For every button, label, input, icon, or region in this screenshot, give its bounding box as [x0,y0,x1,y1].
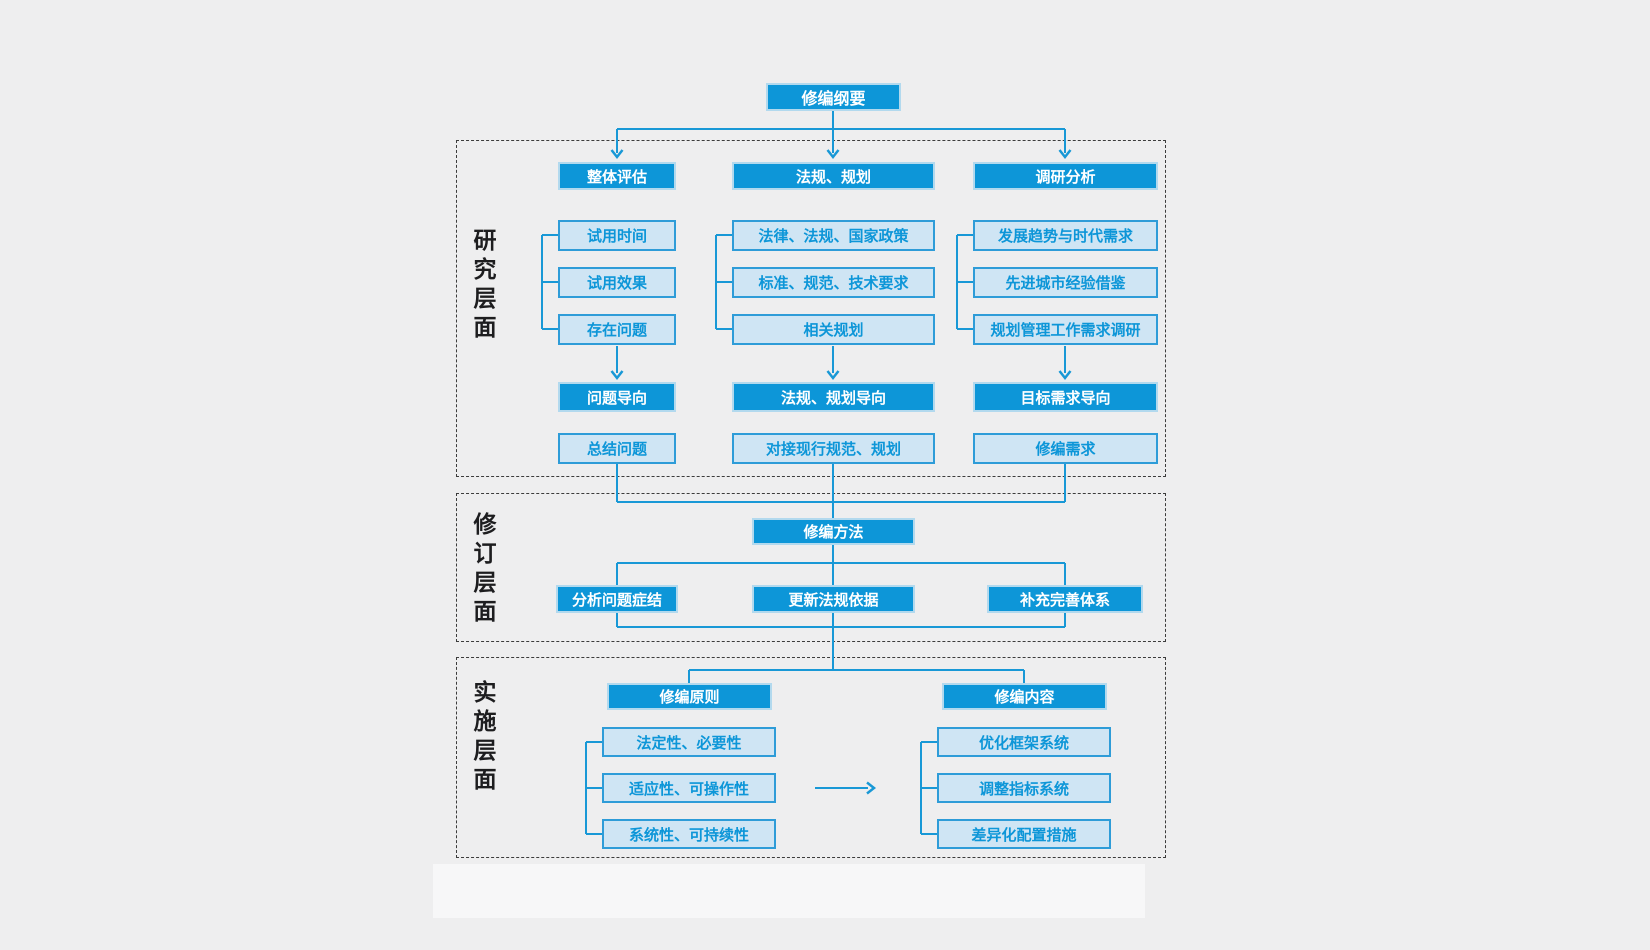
research-c2-output: 对接现行规范、规划 [732,433,935,464]
implementation-g1-item-1: 适应性、可操作性 [602,773,776,803]
implementation-content-header: 修编内容 [942,683,1107,710]
research-col1-header: 整体评估 [558,162,676,190]
implementation-g1-item-2: 系统性、可持续性 [602,819,776,849]
revision-item-0: 分析问题症结 [556,585,678,613]
implementation-g2-item-0: 优化框架系统 [937,727,1111,757]
research-c2-item-0: 法律、法规、国家政策 [732,220,935,251]
research-section-label: 研究层面 [473,227,497,340]
implementation-g2-item-1: 调整指标系统 [937,773,1111,803]
revision-item-2: 补充完善体系 [987,585,1143,613]
revision-section-label: 修订层面 [473,511,497,624]
research-col2-header: 法规、规划 [732,162,935,190]
revision-section-frame [456,493,1166,642]
research-c2-item-2: 相关规划 [732,314,935,345]
implementation-section-label: 实施层面 [473,679,497,792]
revision-method-box: 修编方法 [752,518,915,545]
research-c3-output: 修编需求 [973,433,1158,464]
research-c1-orientation: 问题导向 [558,382,676,412]
implementation-g1-item-0: 法定性、必要性 [602,727,776,757]
research-c3-orientation: 目标需求导向 [973,382,1158,412]
implementation-g2-item-2: 差异化配置措施 [937,819,1111,849]
implementation-section-frame [456,657,1166,858]
research-c1-output: 总结问题 [558,433,676,464]
research-col3-header: 调研分析 [973,162,1158,190]
root-node-box: 修编纲要 [766,83,901,111]
research-c1-item-1: 试用效果 [558,267,676,298]
implementation-principles-header: 修编原则 [607,683,772,710]
background-strip [433,864,1145,918]
research-c2-item-1: 标准、规范、技术要求 [732,267,935,298]
research-c2-orientation: 法规、规划导向 [732,382,935,412]
research-c3-item-0: 发展趋势与时代需求 [973,220,1158,251]
research-c3-item-2: 规划管理工作需求调研 [973,314,1158,345]
research-c1-item-0: 试用时间 [558,220,676,251]
research-c3-item-1: 先进城市经验借鉴 [973,267,1158,298]
research-c1-item-2: 存在问题 [558,314,676,345]
research-section-frame [456,140,1166,477]
revision-item-1: 更新法规依据 [752,585,915,613]
